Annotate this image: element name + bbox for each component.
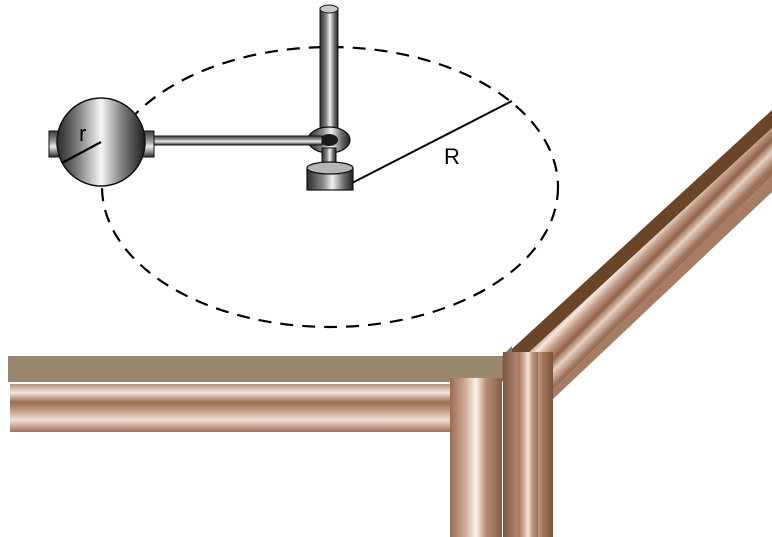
orbit-path xyxy=(100,45,560,329)
table xyxy=(8,110,772,537)
table-leg-front xyxy=(450,378,502,537)
large-radius-line xyxy=(351,100,513,184)
sphere-icon xyxy=(48,97,155,187)
small-radius-line xyxy=(61,141,102,164)
small-radius-label: r xyxy=(79,121,86,146)
table-top-front xyxy=(8,356,502,382)
horizontal-arm xyxy=(149,135,323,146)
rotation-axle-icon xyxy=(306,4,354,191)
table-diagonal-edge xyxy=(500,110,772,400)
table-leg-side-inner xyxy=(518,352,538,537)
table-front-rail xyxy=(10,384,454,432)
large-radius-label: R xyxy=(444,144,460,169)
